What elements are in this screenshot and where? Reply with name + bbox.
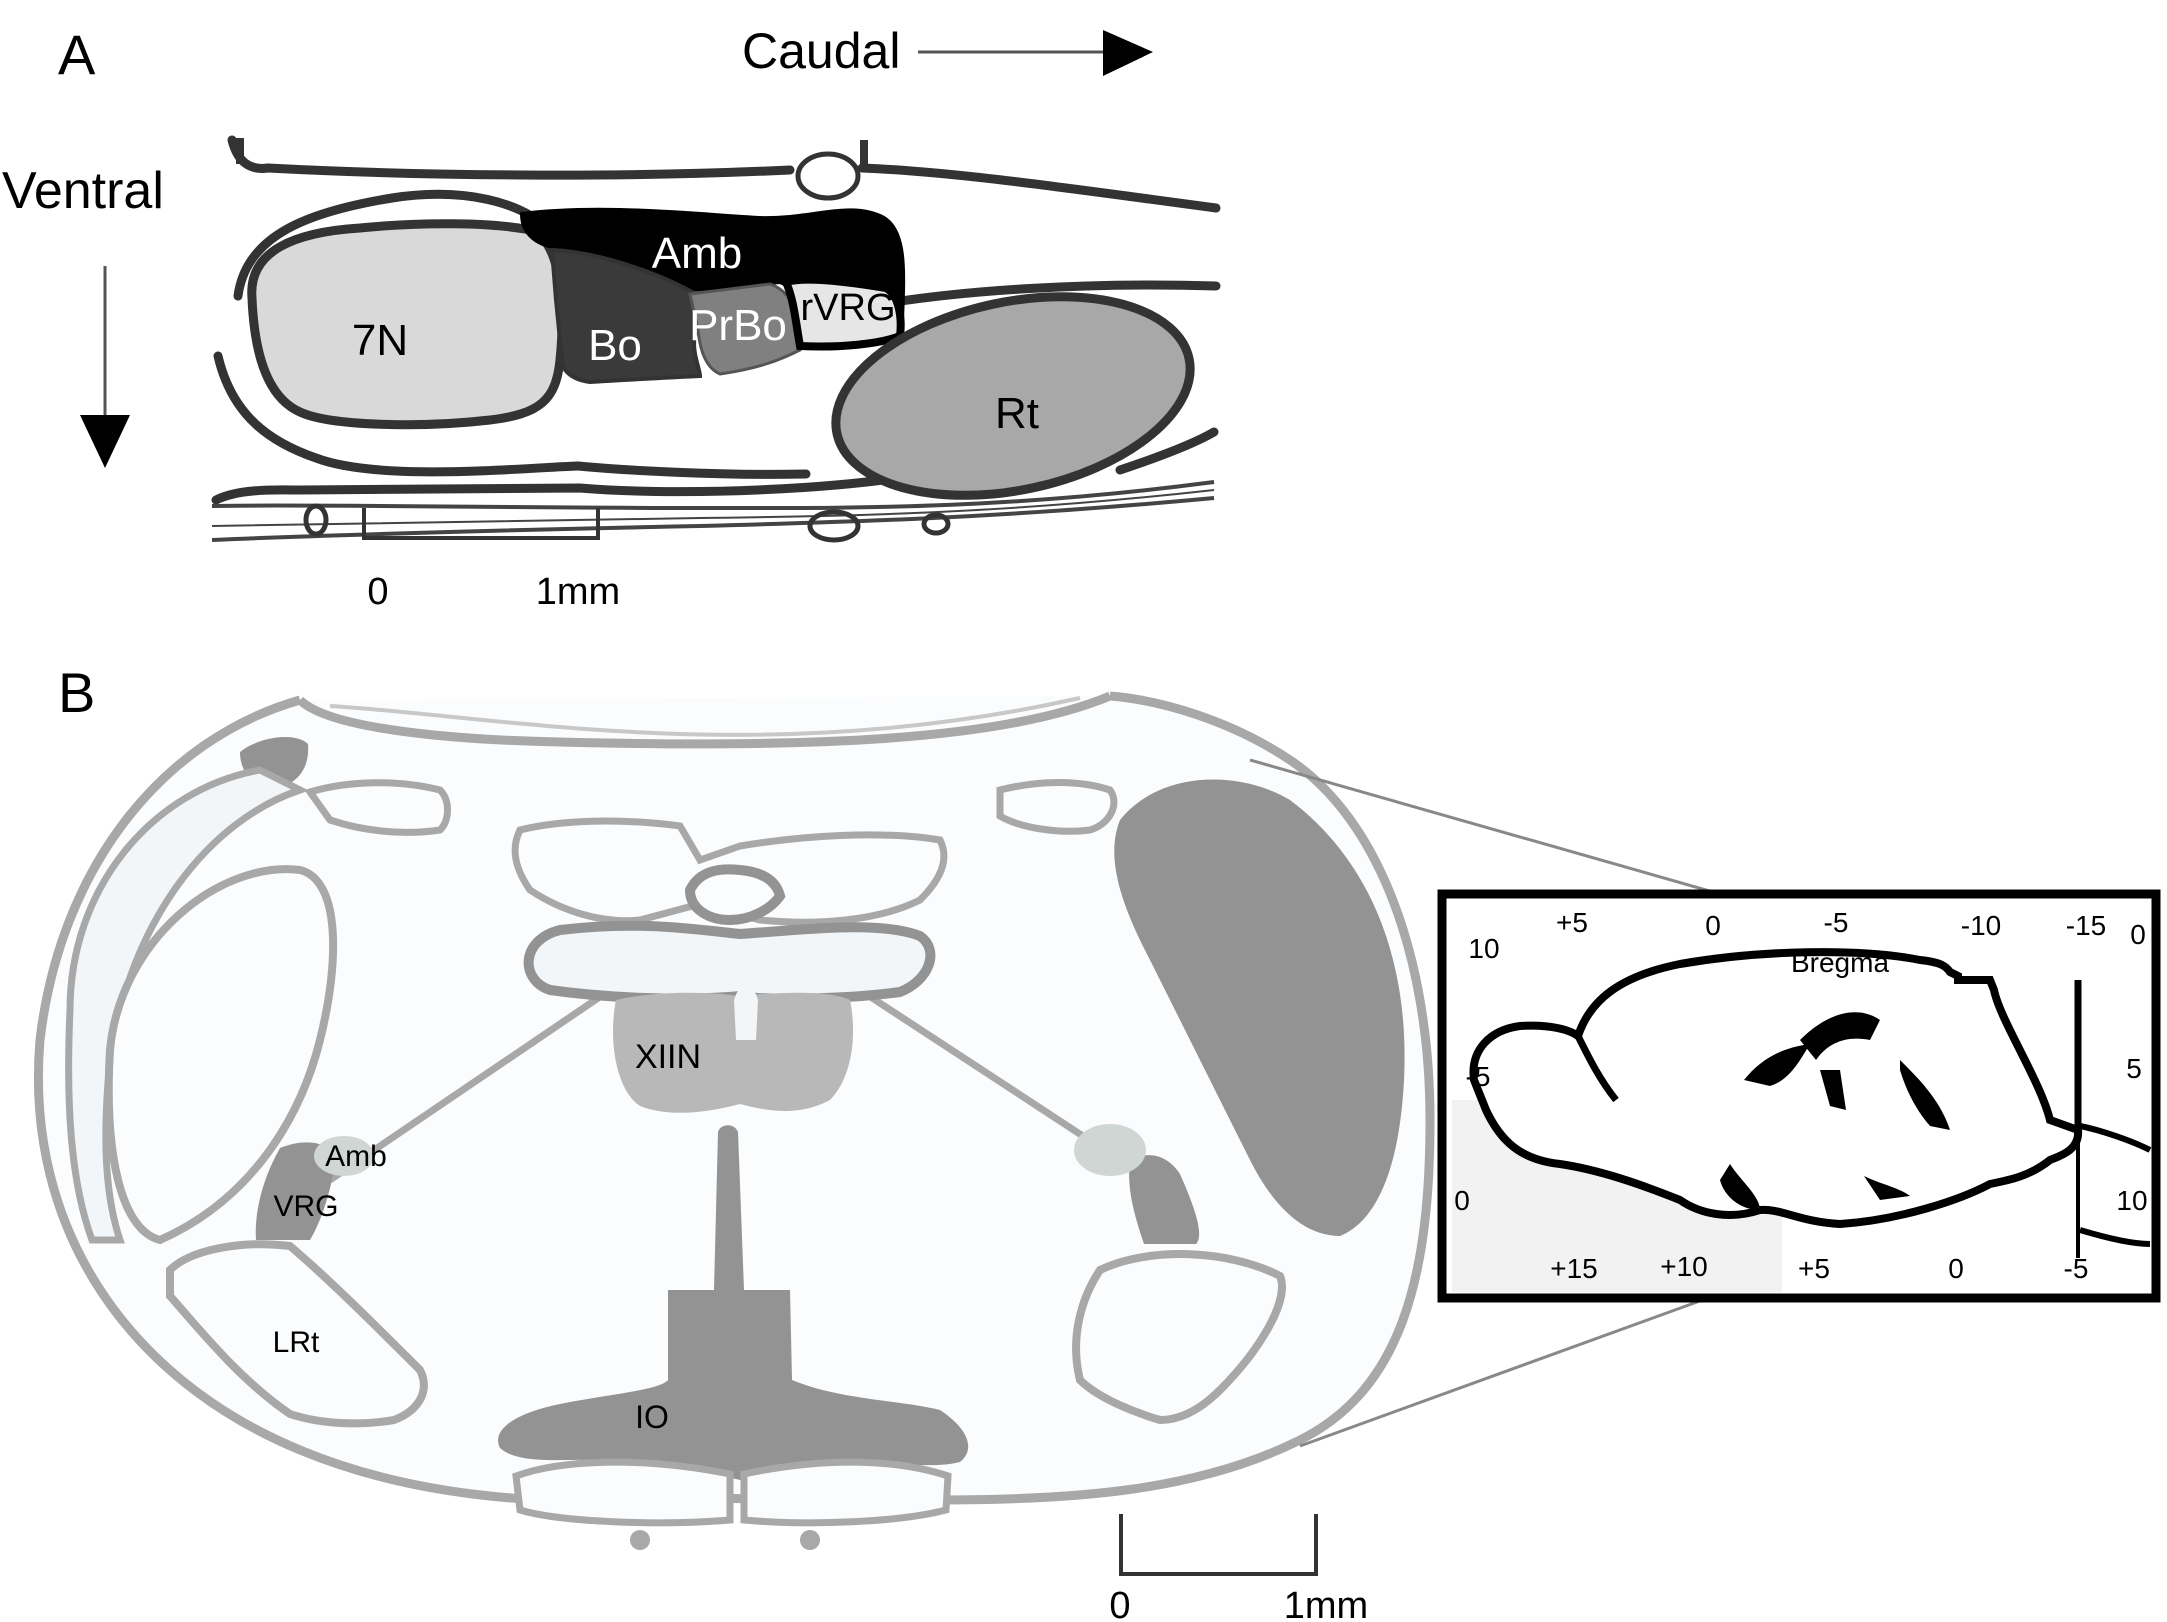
ventricle-line [329,696,1081,737]
ventral-label: Ventral [2,162,164,220]
inset-right-tick-2: 5 [2126,1053,2142,1084]
brain-accent-6 [1864,1176,1910,1200]
inset-left-tick-2: -5 [1466,1061,1491,1092]
nts-band [523,920,936,1004]
spinal-cord-top [2079,1123,2152,1153]
ventral-arrowhead-icon [80,415,130,468]
inset-bregma-label: Bregma [1791,947,1889,978]
region-bo-label: Bo [588,321,642,370]
right-amb-patch [1074,1124,1146,1176]
inset-right-tick-1: 0 [2130,919,2146,950]
inset-top-tick-3: -5 [1824,907,1849,938]
region-io [498,1290,969,1480]
left-amb-patch [314,1136,374,1176]
right-vrg [1129,1155,1200,1244]
inset-left-tick-1: 10 [1468,933,1499,964]
raphe [714,1125,744,1290]
inset-top-tick-5: -15 [2066,910,2106,941]
region-rt [831,292,1195,500]
inset-bottom-tick-4: 0 [1948,1253,1964,1284]
region-lrt-label: LRt [273,1326,320,1359]
panel-a-scale-bar: 0 1mm [362,508,620,613]
caudal-label: Caudal [742,23,900,79]
region-io-label: IO [635,1399,669,1435]
spinal-cord-bottom [2079,1227,2151,1247]
region-vrg-label: VRG [273,1190,338,1223]
region-rt-label: Rt [995,389,1039,438]
right-lrt [1072,1250,1286,1425]
region-vrg [255,1142,336,1240]
inset-bottom-tick-2: +10 [1660,1251,1708,1282]
region-bo [549,247,703,385]
region-xiin-label: XIIN [635,1038,701,1076]
panel-b-scale-bar: 0 1mm [1109,1514,1368,1622]
inset-top-tick-4: -10 [1961,910,2001,941]
panel-b-label: B [58,661,95,724]
right-pyramid [740,1458,952,1527]
panel-a-vessels [303,151,951,543]
panel-a: A Caudal Ventral [2,23,1221,613]
brain-fissure [1574,1034,1619,1103]
scale-b-start: 0 [1109,1585,1130,1622]
region-lrt [166,1240,428,1428]
inset-top-tick-1: +5 [1556,907,1588,938]
inset-bottom-tick-1: +15 [1550,1253,1598,1284]
scale-a-end: 1mm [536,571,620,613]
right-sp5 [1114,779,1405,1236]
inset-connector-lines [1249,758,1731,1448]
region-amb-label: Amb [652,229,742,278]
region-7n-label: 7N [352,316,408,365]
sagittal-inset: Bregma +5 0 -5 -10 -15 +15 +10 +5 0 -5 1… [1437,889,2161,1303]
scale-a-start: 0 [367,571,388,613]
inset-right-tick-3: 10 [2116,1185,2147,1216]
region-prbo-label: PrBo [689,301,787,350]
brain-accent-3 [1900,1060,1950,1130]
caudal-arrowhead-icon [1103,30,1153,76]
left-sp5 [104,865,338,1245]
brain-accent-2 [1800,1012,1880,1060]
inset-bottom-tick-3: +5 [1798,1253,1830,1284]
panel-a-top-ticks [236,138,868,170]
region-xiin [613,992,854,1113]
brain-accent-4 [1820,1070,1846,1110]
panel-b: B XIIN IO [34,661,2161,1622]
fourth-ventricle-floor [296,691,1112,749]
left-pyramid [512,1458,734,1527]
upper-right-structure [996,779,1118,835]
inset-top-tick-2: 0 [1705,910,1721,941]
scale-b-end: 1mm [1284,1585,1368,1622]
panel-a-label: A [58,23,96,86]
inset-left-tick-3: 0 [1454,1185,1470,1216]
brain-accent-5 [1720,1164,1760,1210]
brain-accent-1 [1744,1044,1810,1086]
region-amb-b-label: Amb [325,1140,387,1173]
xiin-canal [734,985,758,1040]
region-rvrg-label: rVRG [801,287,896,329]
upper-left-structure [304,779,451,836]
inset-bottom-tick-5: -5 [2064,1253,2089,1284]
ventral-bumps [630,1530,820,1550]
central-canal [684,864,786,926]
